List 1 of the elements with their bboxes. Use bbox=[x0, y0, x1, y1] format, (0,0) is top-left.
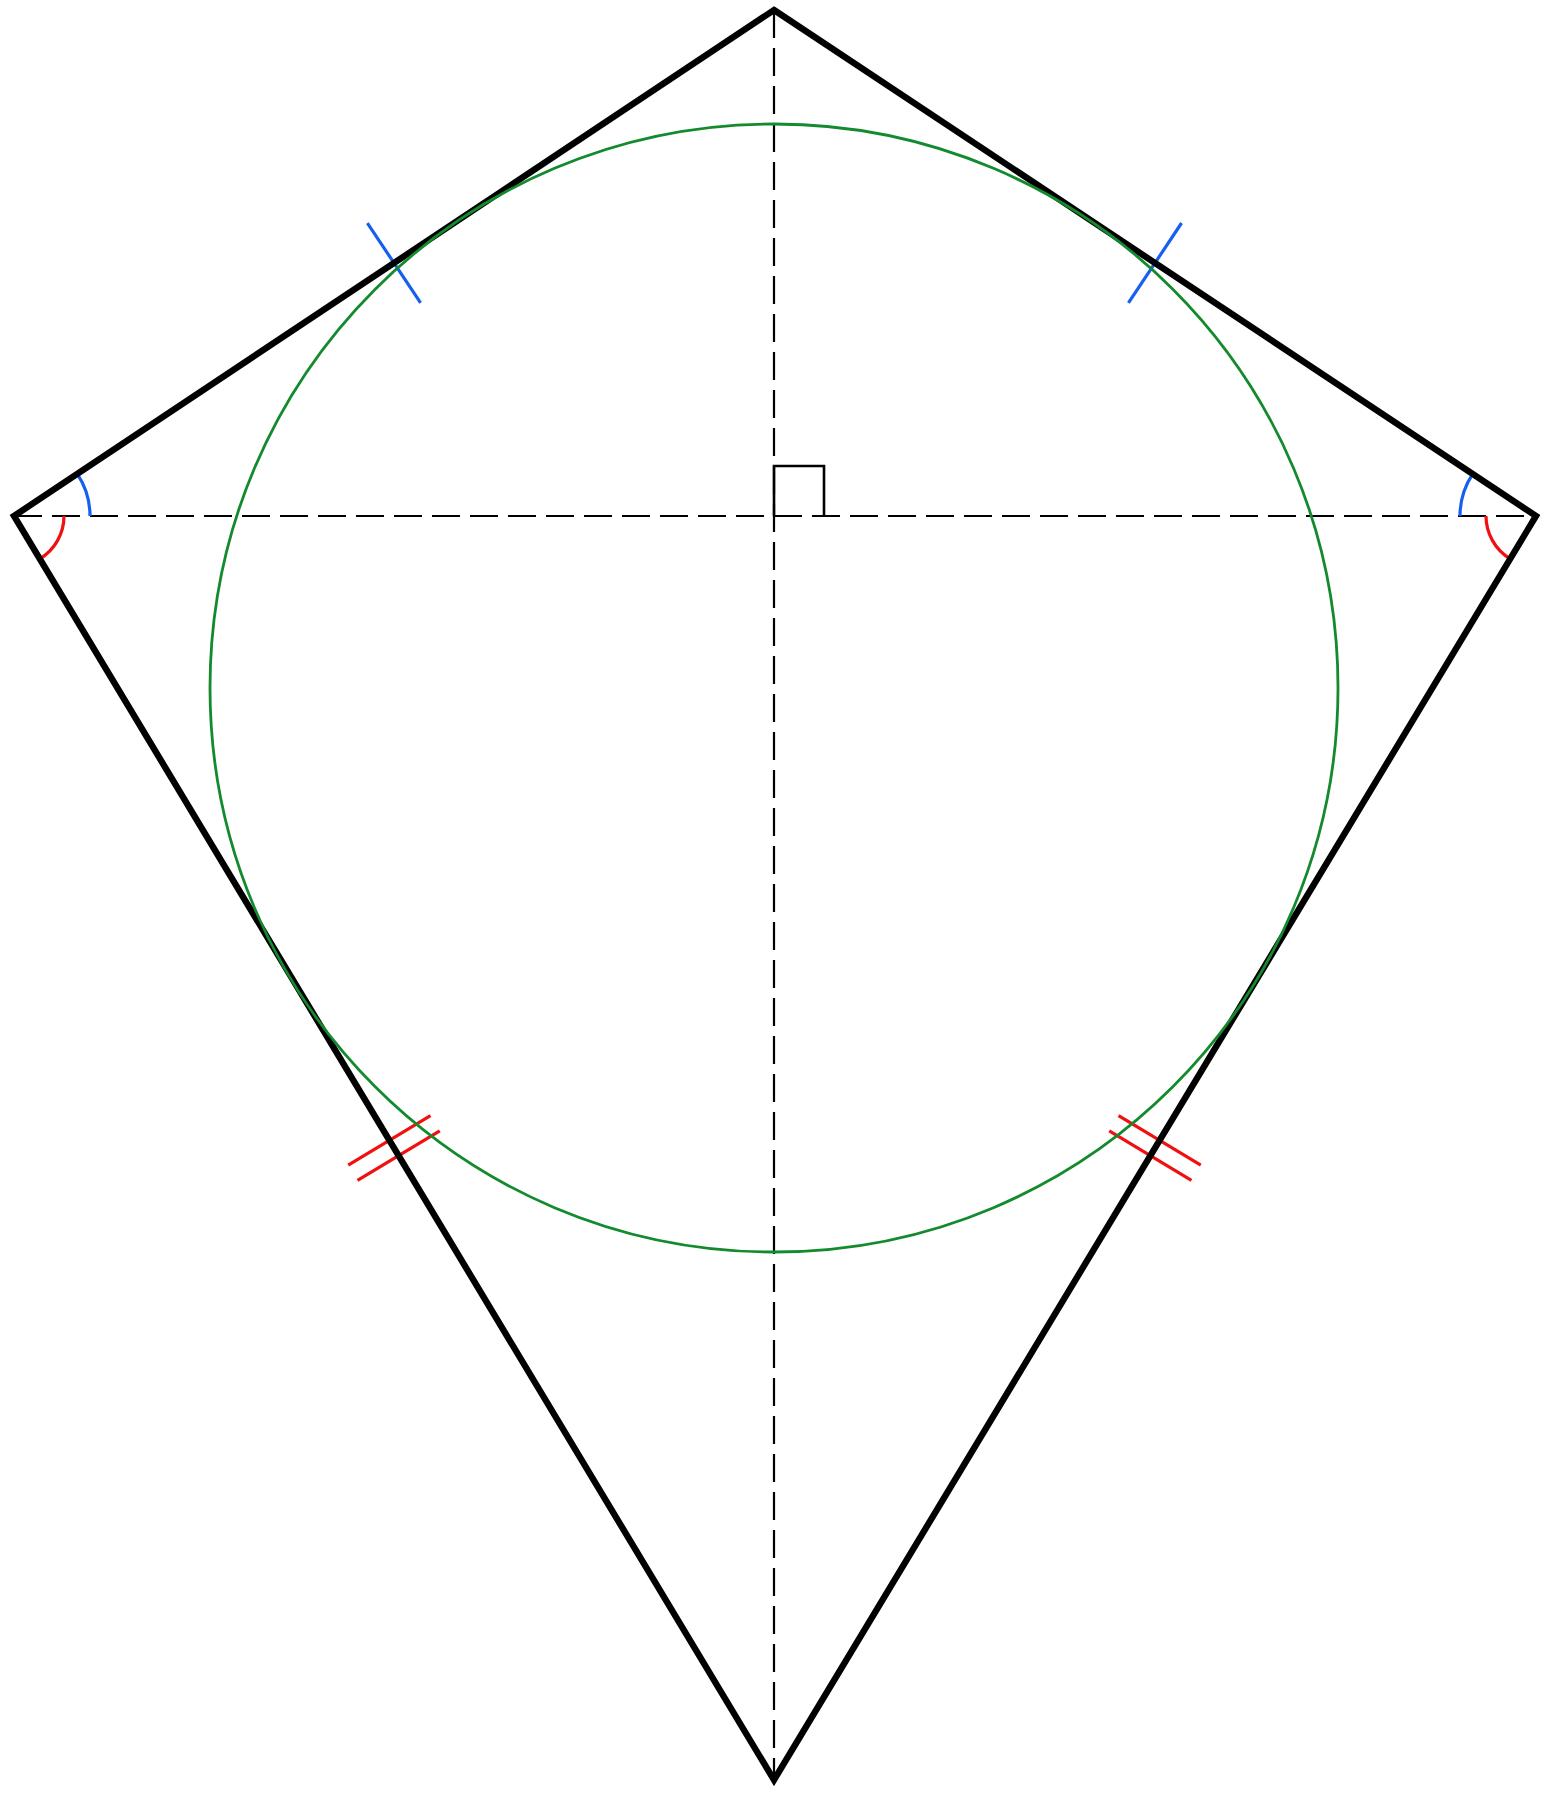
inscribed-circle bbox=[208, 122, 1340, 1254]
